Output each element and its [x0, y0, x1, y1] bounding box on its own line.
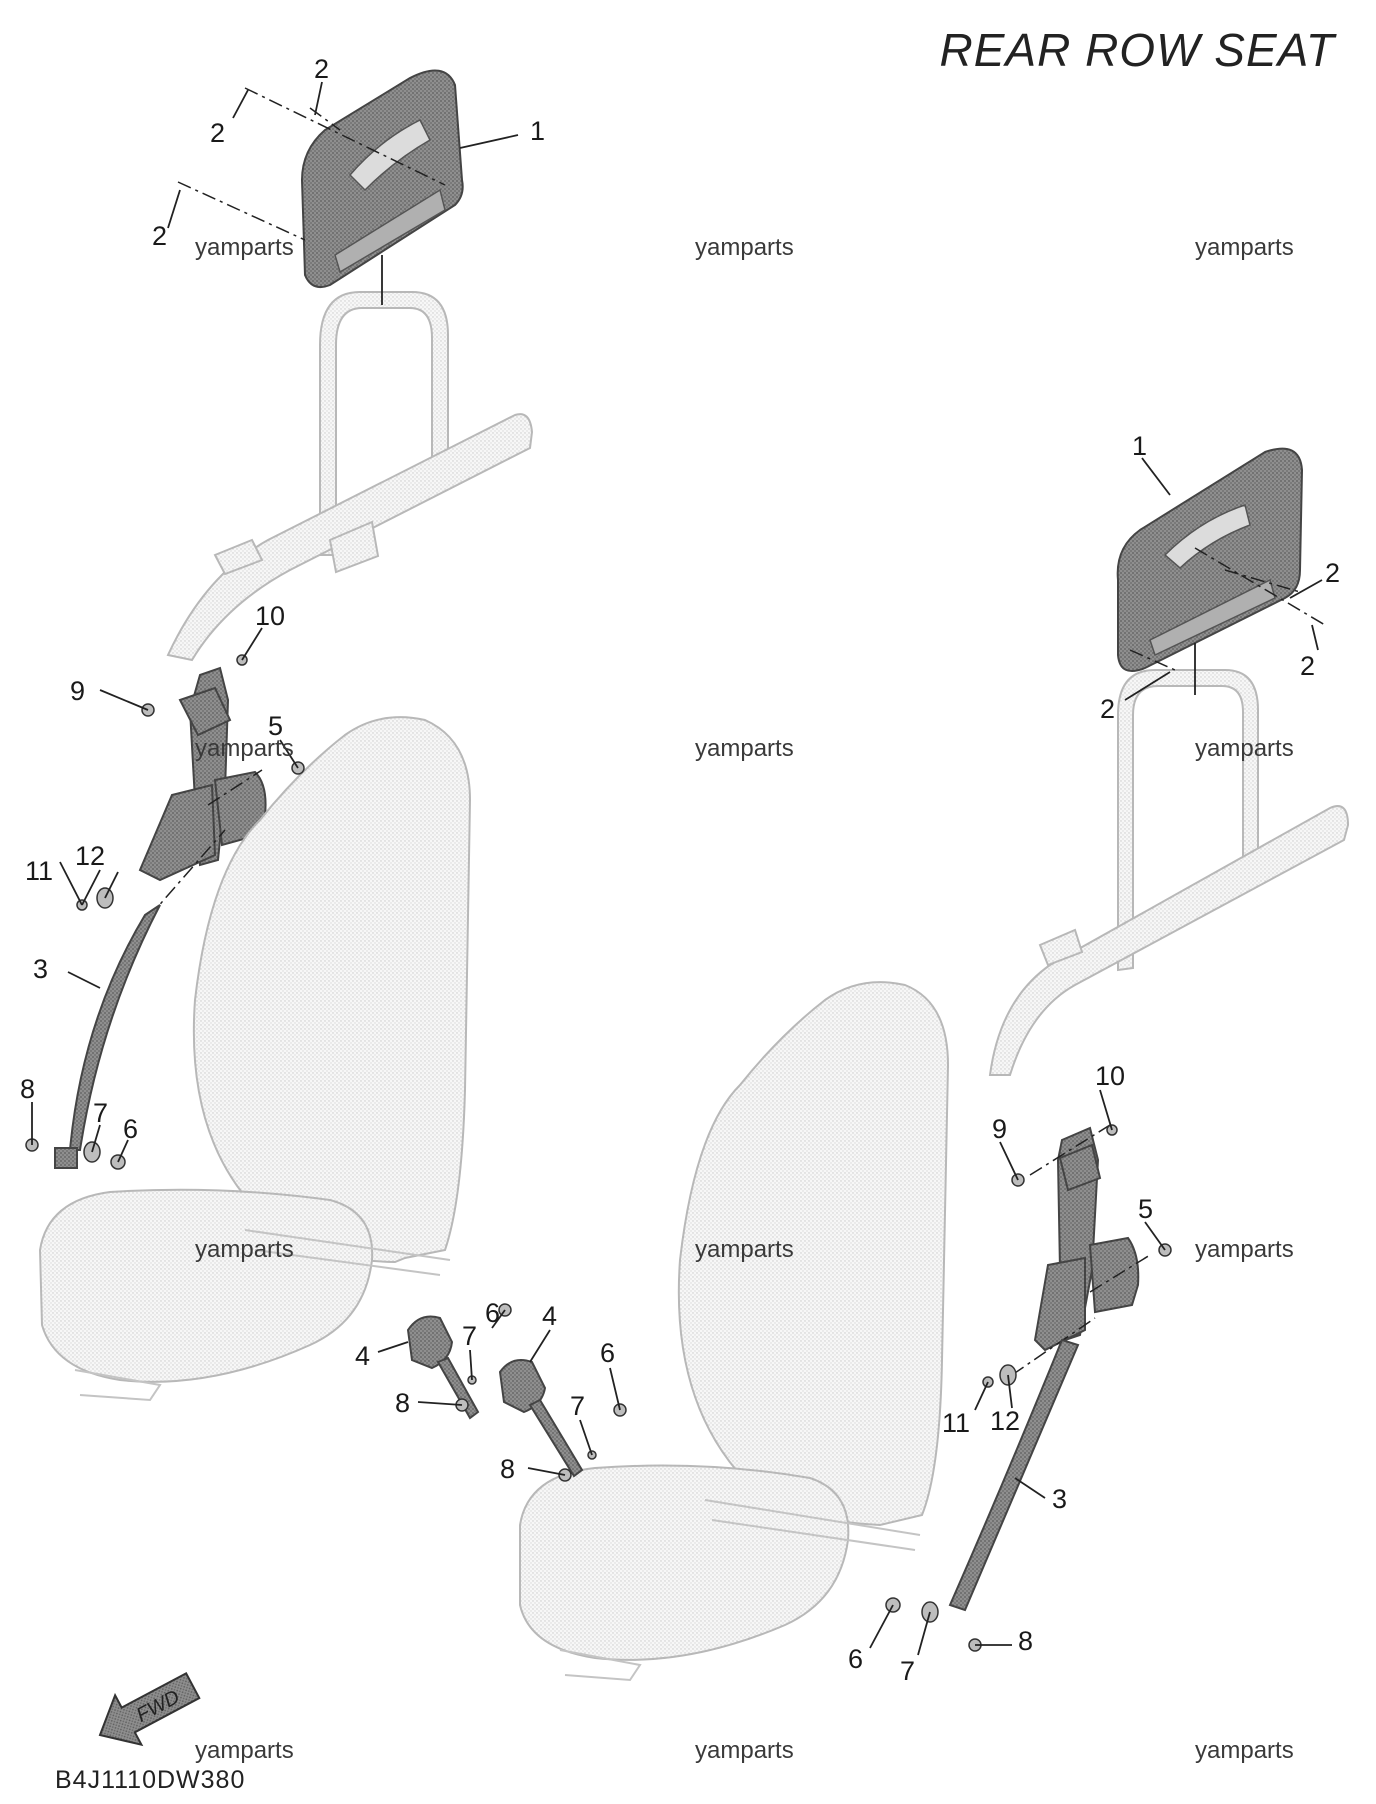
right-seatbelt-retractor [1011, 1124, 1151, 1376]
callout-4: 4 [542, 1301, 557, 1331]
callout-12: 12 [990, 1406, 1020, 1436]
watermark: yamparts [195, 234, 294, 261]
diagram-title: REAR ROW SEAT [939, 24, 1336, 76]
left-belt-anchor [54, 1147, 78, 1169]
callout-7: 7 [462, 1321, 477, 1351]
callout-7: 7 [93, 1098, 108, 1128]
watermark: yamparts [695, 1236, 794, 1263]
callout-10: 10 [1095, 1061, 1125, 1091]
callout-7: 7 [900, 1656, 915, 1686]
watermark: yamparts [1195, 234, 1294, 261]
right-seatbelt-buckle [498, 1359, 584, 1478]
callout-6: 6 [123, 1114, 138, 1144]
callout-3: 3 [33, 954, 48, 984]
callout-labels: 1 2 2 2 1 2 2 2 10 9 5 12 11 3 8 7 6 4 6… [20, 54, 1340, 1686]
watermark: yamparts [195, 1737, 294, 1764]
callout-1: 1 [1132, 431, 1147, 461]
callout-8: 8 [20, 1074, 35, 1104]
callout-10: 10 [255, 601, 285, 631]
callout-2: 2 [1100, 694, 1115, 724]
watermark: yamparts [695, 234, 794, 261]
left-seatbelt-retractor [138, 666, 267, 919]
right-seatbelt-strap [948, 1338, 1080, 1612]
callout-3: 3 [1052, 1484, 1067, 1514]
left-headrest [300, 69, 464, 288]
callout-11: 11 [25, 856, 53, 886]
callout-9: 9 [70, 676, 85, 706]
watermarks: yamparts yamparts yamparts yamparts yamp… [195, 234, 1294, 1764]
left-headrest-bolt-line [177, 181, 306, 241]
left-roll-bar [166, 291, 534, 662]
left-seat [38, 716, 472, 1402]
watermark: yamparts [1195, 735, 1294, 762]
right-headrest-bolt-line [1194, 547, 1326, 626]
callout-7: 7 [570, 1391, 585, 1421]
callout-8: 8 [500, 1454, 515, 1484]
forward-direction-arrow: FWD [98, 1671, 201, 1747]
watermark: yamparts [195, 735, 294, 762]
left-seatbelt-strap [68, 904, 161, 1151]
callout-2: 2 [152, 221, 167, 251]
right-headrest-bolt-line [1129, 649, 1176, 671]
callout-2: 2 [1300, 651, 1315, 681]
callout-11: 11 [942, 1408, 970, 1438]
watermark: yamparts [1195, 1236, 1294, 1263]
right-headrest [1116, 447, 1304, 672]
callout-2: 2 [210, 118, 225, 148]
watermark: yamparts [695, 735, 794, 762]
callout-6: 6 [600, 1338, 615, 1368]
right-headrest-bolt-line [1224, 569, 1301, 593]
callout-5: 5 [1138, 1194, 1153, 1224]
callout-2: 2 [314, 54, 329, 84]
callout-6: 6 [848, 1644, 863, 1674]
left-headrest-bolt-line [244, 87, 446, 186]
callout-5: 5 [268, 711, 283, 741]
callout-leaders [31, 81, 1323, 1656]
callout-1: 1 [530, 116, 545, 146]
right-roll-bar [988, 669, 1350, 1076]
diagram-code: B4J1110DW380 [55, 1766, 245, 1794]
callout-4: 4 [355, 1341, 370, 1371]
callout-8: 8 [1018, 1626, 1033, 1656]
callout-9: 9 [992, 1114, 1007, 1144]
callout-8: 8 [395, 1388, 410, 1418]
watermark: yamparts [695, 1737, 794, 1764]
watermark: yamparts [195, 1236, 294, 1263]
watermark: yamparts [1195, 1737, 1294, 1764]
callout-6: 6 [485, 1298, 500, 1328]
callout-12: 12 [75, 841, 105, 871]
callout-2: 2 [1325, 558, 1340, 588]
right-seat [519, 981, 950, 1682]
